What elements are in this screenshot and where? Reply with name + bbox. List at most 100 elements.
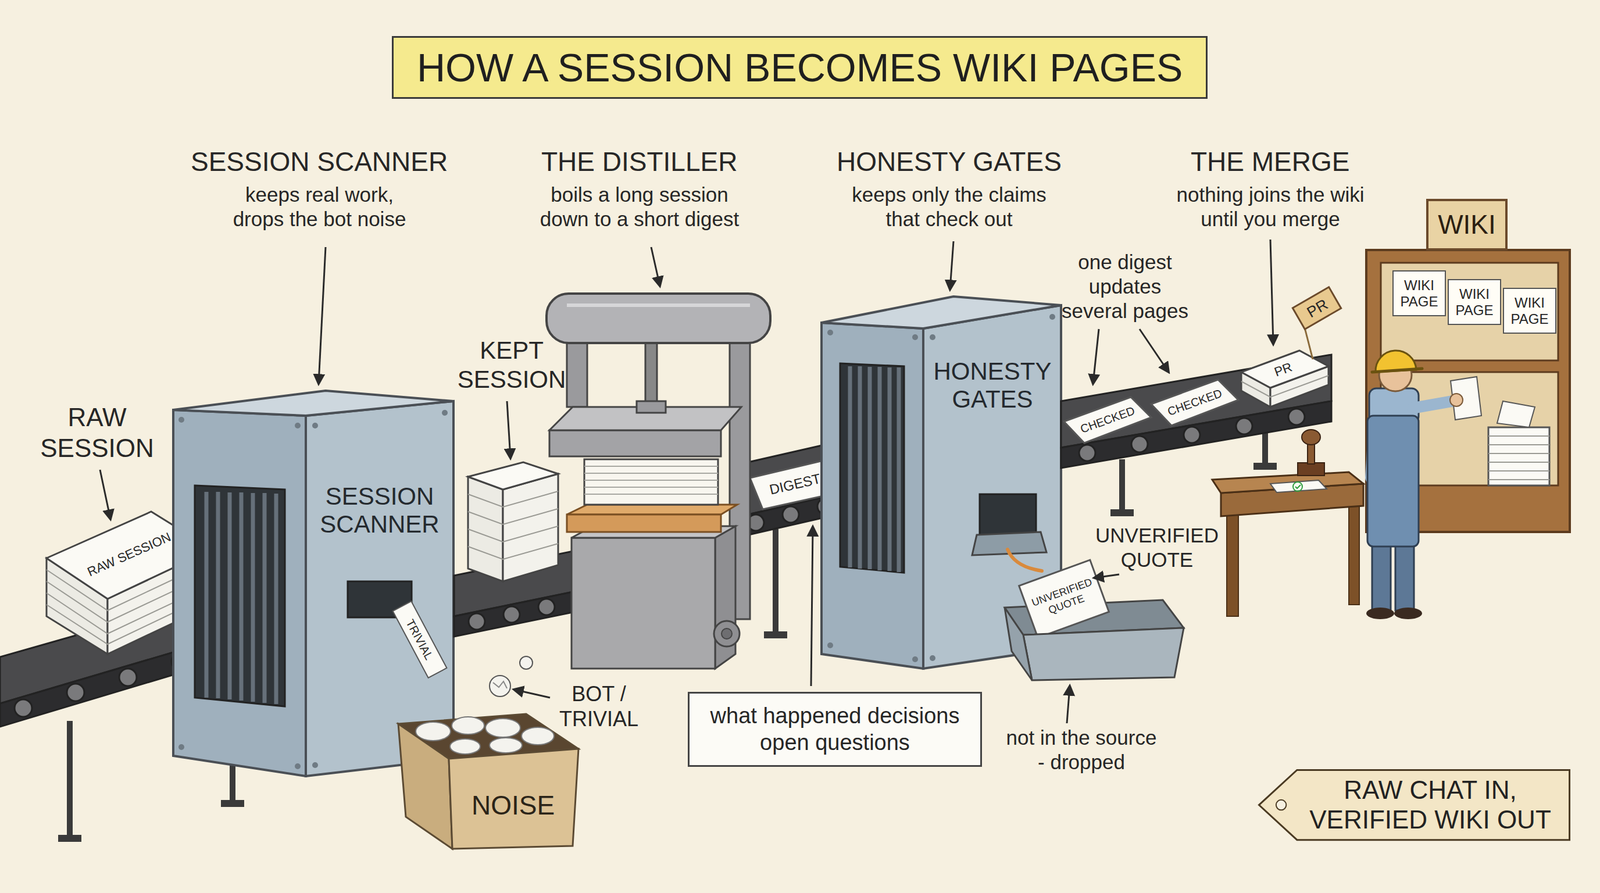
crumpled-paper (489, 675, 511, 697)
belt-foot (763, 631, 788, 639)
stage-heading: THE MERGE (1190, 146, 1350, 178)
leader-arrow (1093, 329, 1099, 384)
rivet (441, 409, 448, 416)
conveyor-side (454, 590, 582, 637)
machine-top (821, 296, 1062, 329)
press-platen (549, 430, 721, 457)
rivet (1049, 313, 1056, 320)
wiki-shelf: WIKIWIKI PAGEWIKI PAGEWIKI PAGE (1362, 197, 1572, 532)
stamp-base (1297, 462, 1325, 476)
stamp-handle (1301, 429, 1321, 445)
tag-hole (1276, 800, 1287, 811)
wiki-page: WIKI PAGE (1502, 287, 1557, 334)
node-text: WIKI PAGE (1507, 294, 1552, 327)
press-screw (645, 341, 657, 407)
checked-paper (1063, 397, 1152, 444)
belt-foot (1253, 462, 1277, 470)
press-beam (546, 293, 771, 344)
belt-foot (58, 834, 82, 842)
roller (468, 613, 485, 630)
callout-label: UNVERIFIED QUOTE (1090, 523, 1224, 573)
tray-side (1004, 607, 1032, 681)
roller (1236, 418, 1253, 435)
pipe-flange (713, 620, 740, 647)
callout-note: one digest updates several pages (1055, 250, 1195, 324)
crumpled-paper (521, 727, 555, 745)
roller (1183, 426, 1200, 444)
desk-leg (1348, 503, 1360, 605)
node-text: WIKI PAGE (1452, 286, 1497, 319)
rivet (827, 642, 834, 649)
roller (503, 606, 520, 623)
callout-note: not in the source - dropped (1002, 725, 1160, 775)
callout-label: RAW SESSION (30, 402, 164, 464)
leaning-paper (1497, 401, 1535, 428)
check-mark (1293, 481, 1303, 492)
rejected-paper (1019, 559, 1110, 638)
machine-opening (194, 485, 285, 707)
leader-arrow (950, 241, 954, 290)
stage-heading: THE DISTILLER (541, 146, 738, 178)
crumple-lines (493, 681, 507, 689)
node-text: SESSION SCANNER (311, 482, 448, 539)
machine-front (305, 401, 454, 777)
worker-shoe (1366, 607, 1395, 620)
pipe-flange (721, 628, 732, 639)
belt-foot (220, 800, 245, 807)
leader-arrow (100, 469, 111, 520)
callout-label: BOT / TRIVIAL (552, 681, 646, 732)
rivet (312, 762, 319, 769)
rivet (294, 422, 301, 429)
node-text: NOISE (471, 790, 555, 821)
node-text: RAW CHAT IN, VERIFIED WIKI OUT (1305, 775, 1556, 835)
rivet (178, 416, 185, 423)
check-mark (1295, 484, 1301, 489)
paper-stack-top (1241, 350, 1329, 388)
checked-paper (1151, 379, 1239, 426)
paper-text: UNVERIFIED QUOTE (1028, 575, 1100, 623)
worker-overalls (1367, 415, 1419, 547)
stage-description: keeps real work, drops the bot noise (225, 182, 414, 232)
node-text: HONESTY GATES (929, 357, 1056, 414)
leader-arrow (1066, 686, 1070, 724)
stage-heading: SESSION SCANNER (190, 146, 448, 178)
stage-description: nothing joins the wiki until you merge (1165, 182, 1375, 232)
belt-foot (1110, 509, 1134, 517)
machine-label: SESSION SCANNER (311, 482, 448, 539)
drop-streak (1007, 549, 1042, 571)
paper-stack (1488, 427, 1550, 486)
crumpled-paper (485, 718, 521, 738)
conveyor-belt (1061, 354, 1332, 448)
rivet (294, 763, 301, 770)
leader-arrow (506, 401, 511, 459)
machine-label: HONESTY GATES (929, 357, 1056, 414)
rivet (912, 334, 919, 341)
leader-arrow (318, 247, 326, 384)
machine-side (173, 409, 306, 777)
leader-arrow (811, 526, 813, 687)
shelf-sign: WIKI (1426, 198, 1508, 251)
paper-text: RAW SESSION (84, 529, 174, 581)
paper-text: DIGEST (768, 470, 823, 499)
wiki-page: WIKI PAGE (1447, 279, 1502, 325)
crumpled-paper (415, 722, 451, 741)
approved-paper (1270, 480, 1327, 493)
beam-highlight (566, 303, 750, 307)
worker-leg (1395, 540, 1414, 611)
callout-label: KEPT SESSION (453, 336, 570, 395)
belt-leg (66, 720, 73, 838)
rivet (178, 744, 185, 750)
rivet (929, 655, 936, 662)
rivet (912, 656, 919, 663)
tag-label: RAW CHAT IN, VERIFIED WIKI OUT (1255, 768, 1573, 842)
paper-text: TRIVIAL (402, 616, 437, 663)
pressed-pages (584, 459, 719, 505)
belt-leg (1119, 459, 1125, 512)
diagram-title: HOW A SESSION BECOMES WIKI PAGES (391, 36, 1208, 99)
paper-stack-top (468, 462, 559, 490)
press-column (566, 341, 588, 407)
rivet (827, 329, 834, 336)
stage-description: boils a long session down to a short dig… (531, 182, 748, 232)
machine-side (821, 322, 924, 669)
